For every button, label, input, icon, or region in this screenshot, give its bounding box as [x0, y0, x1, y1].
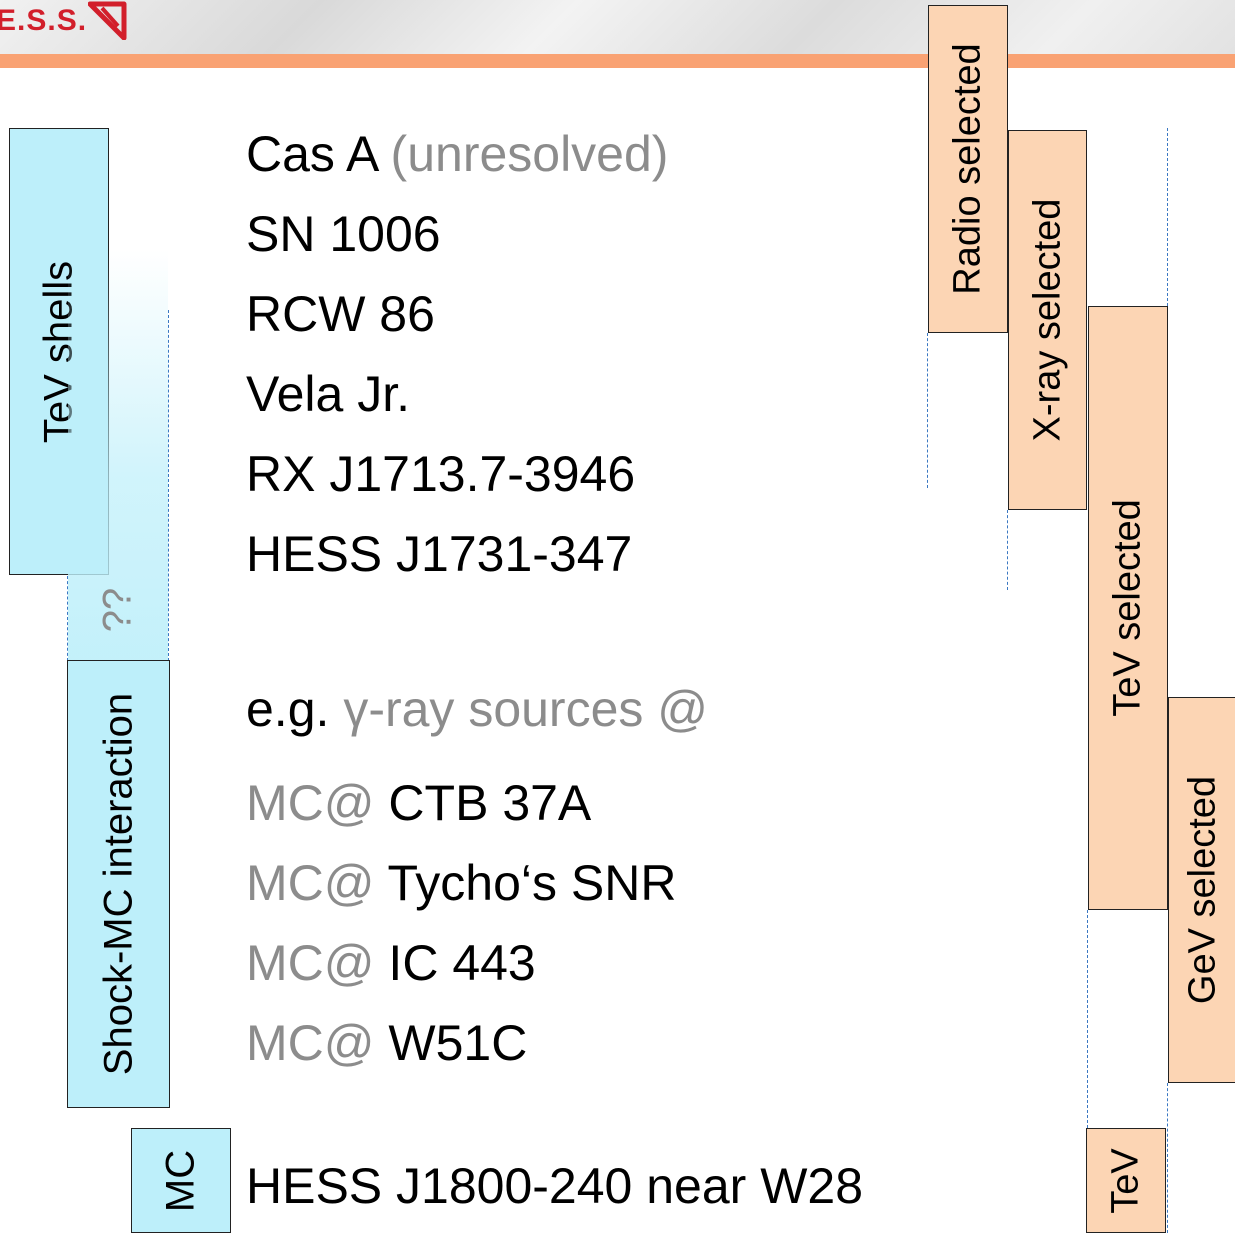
shell-item: HESS J1731-347 [246, 525, 632, 583]
uncertain-label-wrap: ?? [88, 580, 148, 640]
tev-selected-label: TeV selected [1107, 499, 1150, 717]
tev-bottom-dash [1087, 910, 1088, 1128]
mc-box: MC [131, 1128, 231, 1233]
mc-source-item: MC@ IC 443 [246, 934, 536, 992]
xray-selected-label: X-ray selected [1026, 199, 1069, 442]
shell-item: Vela Jr. [246, 365, 410, 423]
uncertain-right-dash [168, 310, 169, 661]
uncertain-label: ?? [96, 588, 141, 633]
tev-short-box: TeV [1086, 1128, 1166, 1233]
header-background [0, 0, 1235, 54]
shell-item: Cas A (unresolved) [246, 125, 668, 183]
uncertain-left-dash [67, 576, 68, 661]
mc-label: MC [159, 1149, 204, 1211]
header-accent-bar [0, 54, 1235, 68]
xray-selected-box: X-ray selected [1008, 130, 1087, 510]
shell-item: SN 1006 [246, 205, 441, 263]
tev-top-dash [1167, 128, 1168, 306]
logo-icon [88, 0, 128, 40]
gev-selected-box: GeV selected [1168, 697, 1235, 1083]
shell-item: RCW 86 [246, 285, 435, 343]
example-line: e.g. γ-ray sources @ [246, 680, 708, 738]
radio-dash [927, 333, 928, 488]
radio-selected-label: Radio selected [947, 43, 990, 294]
gev-dash [1167, 1083, 1168, 1233]
shock-mc-box: Shock-MC interaction [67, 660, 170, 1108]
xray-dash [1007, 510, 1008, 590]
mc-source-item: MC@ W51C [246, 1014, 527, 1072]
mc-source-item: MC@ CTB 37A [246, 774, 591, 832]
shock-mc-label: Shock-MC interaction [96, 693, 141, 1075]
gev-selected-label: GeV selected [1182, 776, 1225, 1004]
tev-short-label: TeV [1105, 1148, 1148, 1213]
shell-item: RX J1713.7-3946 [246, 445, 635, 503]
logo-text: E.S.S. [0, 4, 87, 38]
mc-source-w28: HESS J1800-240 near W28 [246, 1157, 863, 1215]
radio-selected-box: Radio selected [928, 5, 1008, 333]
mc-source-item: MC@ Tycho‘s SNR [246, 854, 676, 912]
tev-selected-box: TeV selected [1088, 306, 1168, 910]
